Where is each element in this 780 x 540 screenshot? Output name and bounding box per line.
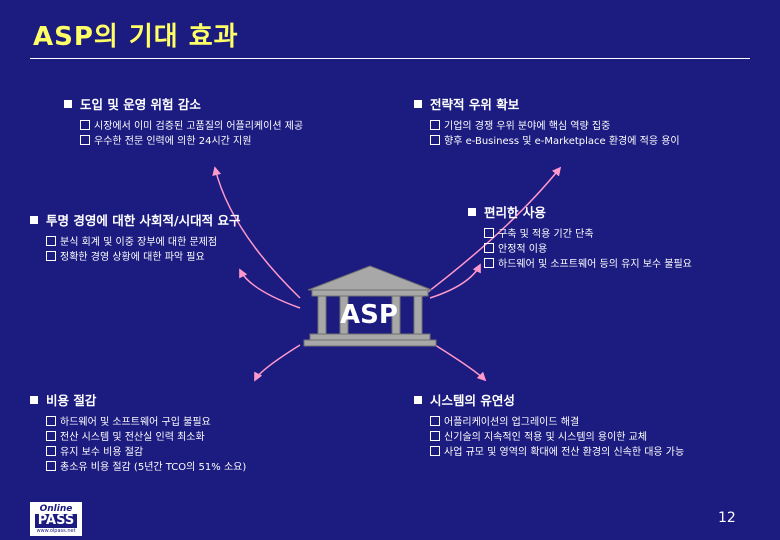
page-title: ASP의 기대 효과 bbox=[33, 22, 239, 52]
list-item: 하드웨어 및 소프트웨어 등의 유지 보수 불필요 bbox=[484, 257, 692, 272]
checkbox-icon bbox=[484, 258, 494, 268]
list-item: 구축 및 적용 기간 단축 bbox=[484, 227, 692, 242]
checkbox-icon bbox=[46, 461, 56, 471]
list-item: 시장에서 이미 검증된 고품질의 어플리케이션 제공 bbox=[80, 119, 303, 134]
list-item: 하드웨어 및 소프트웨어 구입 불필요 bbox=[46, 415, 246, 430]
section-convenient-use: 편리한 사용 구축 및 적용 기간 단축 안정적 이용 하드웨어 및 소프트웨어… bbox=[468, 202, 692, 272]
list-item: 전산 시스템 및 전산실 인력 최소화 bbox=[46, 430, 246, 445]
section-heading: 투명 경영에 대한 사회적/시대적 요구 bbox=[46, 213, 241, 228]
arrow-bottom-left bbox=[254, 344, 301, 382]
arrow-bottom-right bbox=[434, 344, 487, 382]
list-item: 신기술의 지속적인 적용 및 시스템의 용이한 교체 bbox=[430, 430, 684, 445]
checkbox-icon bbox=[430, 416, 440, 426]
asp-label: ASP bbox=[340, 300, 398, 330]
onlinepass-logo: Online PASS www.olpass.net bbox=[30, 502, 82, 536]
checkbox-icon bbox=[46, 251, 56, 261]
section-system-flexibility: 시스템의 유연성 어플리케이션의 업그레이드 해결 신기술의 지속적인 적용 및… bbox=[414, 390, 684, 460]
checkbox-icon bbox=[80, 135, 90, 145]
checkbox-icon bbox=[430, 135, 440, 145]
list-item: 분식 회계 및 이중 장부에 대한 문제점 bbox=[46, 235, 240, 250]
checkbox-icon bbox=[430, 120, 440, 130]
list-item: 향후 e-Business 및 e-Marketplace 환경에 적응 용이 bbox=[430, 134, 680, 149]
section-cost-reduction: 비용 절감 하드웨어 및 소프트웨어 구입 불필요 전산 시스템 및 전산실 인… bbox=[30, 390, 246, 475]
list-item: 사업 규모 및 영역의 확대에 전산 환경의 신속한 대응 가능 bbox=[430, 445, 684, 460]
section-risk-reduction: 도입 및 운영 위험 감소 시장에서 이미 검증된 고품질의 어플리케이션 제공… bbox=[64, 94, 303, 149]
checkbox-icon bbox=[46, 236, 56, 246]
checkbox-icon bbox=[430, 431, 440, 441]
title-underline bbox=[30, 58, 750, 59]
bullet-icon bbox=[414, 395, 422, 404]
checkbox-icon bbox=[484, 243, 494, 253]
bullet-icon bbox=[30, 395, 38, 404]
list-item: 어플리케이션의 업그레이드 해결 bbox=[430, 415, 684, 430]
arrow-top-right bbox=[419, 166, 562, 299]
bullet-icon bbox=[414, 99, 422, 108]
section-heading: 편리한 사용 bbox=[484, 205, 546, 220]
arrow-mid-right bbox=[429, 263, 481, 299]
list-item: 우수한 전문 인력에 의한 24시간 지원 bbox=[80, 134, 303, 149]
checkbox-icon bbox=[80, 120, 90, 130]
list-item: 기업의 경쟁 우위 분야에 핵심 역량 집중 bbox=[430, 119, 680, 134]
section-heading: 시스템의 유연성 bbox=[430, 393, 515, 408]
list-item: 유지 보수 비용 절감 bbox=[46, 445, 246, 460]
section-heading: 전략적 우위 확보 bbox=[430, 97, 520, 112]
bullet-icon bbox=[30, 215, 38, 224]
section-strategic-advantage: 전략적 우위 확보 기업의 경쟁 우위 분야에 핵심 역량 집중 향후 e-Bu… bbox=[414, 94, 680, 149]
list-item: 안정적 이용 bbox=[484, 242, 692, 257]
section-transparent-management: 투명 경영에 대한 사회적/시대적 요구 분식 회계 및 이중 장부에 대한 문… bbox=[30, 210, 240, 265]
arrow-top-left bbox=[212, 166, 301, 299]
asp-building-icon bbox=[303, 265, 437, 347]
checkbox-icon bbox=[46, 446, 56, 456]
checkbox-icon bbox=[484, 228, 494, 238]
bullet-icon bbox=[468, 207, 476, 216]
section-heading: 도입 및 운영 위험 감소 bbox=[80, 97, 201, 112]
section-heading: 비용 절감 bbox=[46, 393, 97, 408]
checkbox-icon bbox=[430, 446, 440, 456]
page-number: 12 bbox=[718, 510, 736, 526]
list-item: 총소유 비용 절감 (5년간 TCO의 51% 소요) bbox=[46, 460, 246, 475]
bullet-icon bbox=[64, 99, 72, 108]
arrow-mid-left bbox=[239, 268, 301, 309]
list-item: 정확한 경영 상황에 대한 파악 필요 bbox=[46, 250, 240, 265]
checkbox-icon bbox=[46, 416, 56, 426]
checkbox-icon bbox=[46, 431, 56, 441]
